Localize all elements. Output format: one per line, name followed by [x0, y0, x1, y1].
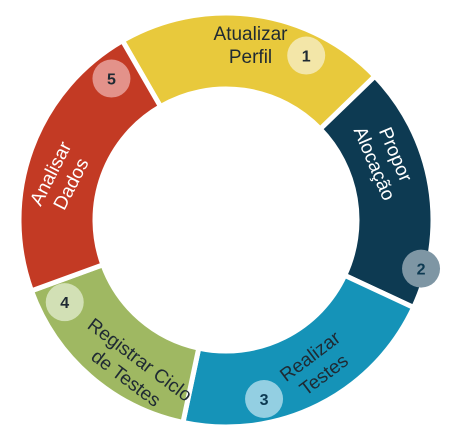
step-number-badge — [402, 249, 441, 288]
step-number-badge — [45, 283, 84, 322]
cycle-segment — [16, 37, 164, 295]
step-number: 1 — [302, 49, 311, 66]
step-label-line: Perfil — [229, 47, 272, 68]
cycle-segment — [179, 272, 417, 430]
step-number: 4 — [60, 295, 69, 312]
step-number-badge — [287, 36, 326, 75]
step-number-badge — [92, 59, 131, 98]
step-number-badge — [245, 380, 284, 418]
step-number: 5 — [107, 72, 116, 89]
step-number: 3 — [260, 392, 269, 409]
step-number: 2 — [417, 262, 426, 279]
step-label-line: Atualizar — [214, 24, 289, 45]
